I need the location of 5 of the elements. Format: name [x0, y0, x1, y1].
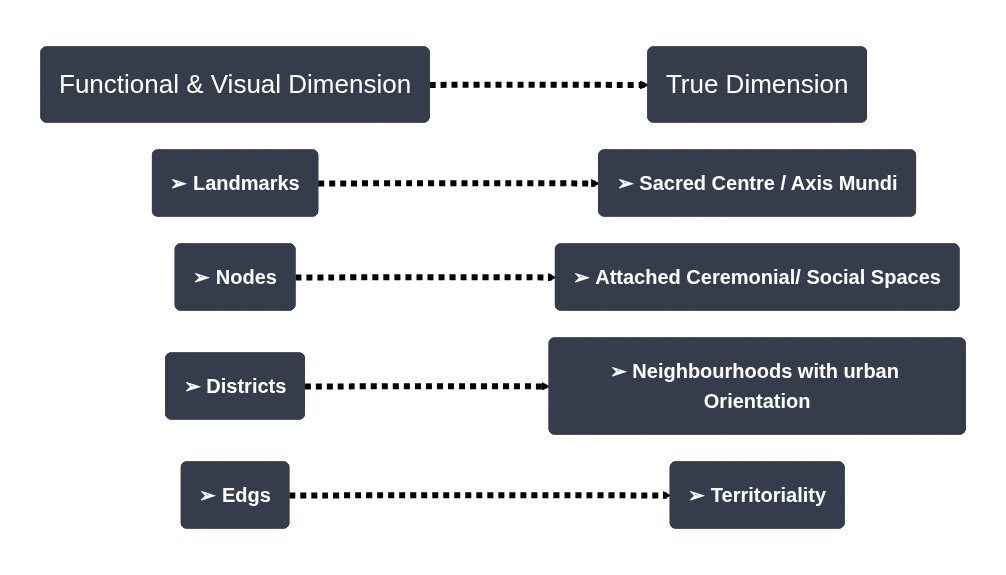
arrow	[304, 382, 550, 391]
arrow	[289, 491, 672, 500]
arrow	[318, 179, 600, 188]
arrow	[295, 273, 557, 282]
arrow	[429, 80, 649, 90]
